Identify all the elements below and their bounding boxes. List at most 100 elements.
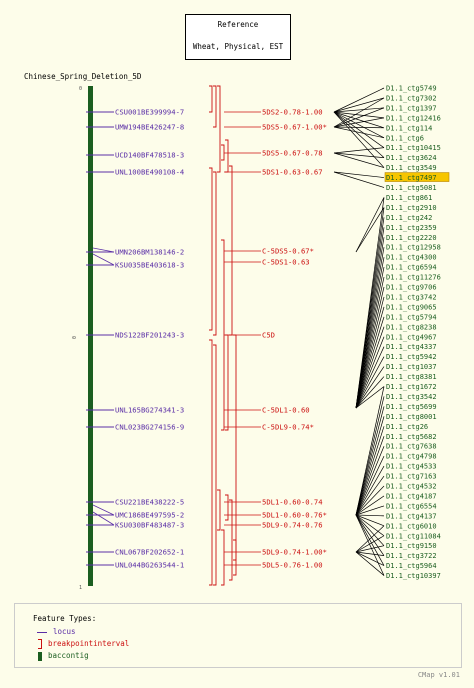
interval-bracket[interactable] [225,494,229,521]
interval-bracket[interactable] [233,334,237,561]
interval-bracket[interactable] [225,139,229,173]
contig-label[interactable]: D1.1_ctg26 [386,423,428,431]
contig-label[interactable]: D1.1_ctg4533 [386,463,437,471]
interval-bracket[interactable] [213,344,217,586]
contig-label[interactable]: D1.1_ctg9706 [386,284,437,292]
contig-label[interactable]: D1.1_ctg5942 [386,353,437,361]
locus-label[interactable]: UNL044BG263544-1 [115,561,184,570]
interval-bracket[interactable] [221,239,225,431]
contig-label[interactable]: D1.1_ctg3549 [386,164,437,172]
interval-bracket[interactable] [233,539,237,576]
locus-label[interactable]: CSU001BE399994-7 [115,108,184,117]
contig-label[interactable]: D1.1_ctg3542 [386,393,437,401]
locus-label[interactable]: CSU221BE438222-5 [115,498,184,507]
contig-label[interactable]: D1.1_ctg8238 [386,323,437,331]
interval-label[interactable]: C-5DS1-0.63 [262,258,310,267]
contig-label[interactable]: D1.1_ctg1037 [386,363,437,371]
contig-label[interactable]: D1.1_ctg12958 [386,244,441,252]
interval-label[interactable]: 5DL5-0.76-1.00 [262,561,323,570]
contig-label[interactable]: D1.1_ctg6010 [386,522,437,530]
interval-bracket[interactable] [213,85,217,128]
contig-label[interactable]: D1.1_ctg4967 [386,333,437,341]
locus-label[interactable]: UMW194BE426247-8 [115,123,184,132]
contig-label[interactable]: D1.1_ctg8381 [386,373,437,381]
contig-label[interactable]: D1.1_ctg6554 [386,502,437,510]
contig-label[interactable]: D1.1_ctg4337 [386,343,437,351]
interval-label[interactable]: 5DL9-0.74-0.76 [262,521,323,530]
locus-label[interactable]: CNL067BF202652-1 [115,548,184,557]
contig-label[interactable]: D1.1_ctg1397 [386,104,437,112]
contig-label[interactable]: D1.1_ctg5682 [386,433,437,441]
contig-label[interactable]: D1.1_ctg861 [386,194,432,202]
map-title[interactable]: Chinese_Spring_Deletion_5D [24,72,142,81]
contig-label[interactable]: D1.1_ctg7302 [386,94,437,102]
contig-label[interactable]: D1.1_ctg6594 [386,264,437,272]
reference-box[interactable]: Reference Wheat, Physical, EST [185,14,291,60]
contig-label[interactable]: D1.1_ctg11276 [386,274,441,282]
interval-label[interactable]: 5DL9-0.74-1.00* [262,548,327,557]
locus-label[interactable]: UMC186BE497595-2 [115,511,184,520]
contig-label[interactable]: D1.1_ctg5964 [386,562,437,570]
contig-label[interactable]: D1.1_ctg5749 [386,85,437,93]
interval-label[interactable]: 5DL1-0.60-0.76* [262,511,327,520]
contig-label[interactable]: D1.1_ctg8001 [386,413,437,421]
locus-label[interactable]: UNL165BG274341-3 [115,406,184,415]
contig-label[interactable]: D1.1_ctg9065 [386,303,437,311]
locus-label[interactable]: KSU030BF483487-3 [115,521,184,530]
interval-label[interactable]: C-5DS5-0.67* [262,247,314,256]
contig-link [333,171,385,178]
contig-label[interactable]: D1.1_ctg7638 [386,443,437,451]
locus-label[interactable]: KSU035BE403618-3 [115,261,184,270]
interval-label[interactable]: 5DS5-0.67-1.00* [262,123,327,132]
interval-label[interactable]: 5DS1-0.63-0.67 [262,168,323,177]
interval-bracket[interactable] [217,489,221,531]
locus-label[interactable]: UCD140BF478518-3 [115,151,184,160]
interval-label[interactable]: 5DS5-0.67-0.78 [262,149,323,158]
interval-label[interactable]: C-5DL1-0.60 [262,406,310,415]
interval-bracket[interactable] [217,85,221,173]
interval-label[interactable]: 5DL1-0.60-0.74 [262,498,323,507]
contig-label[interactable]: D1.1_ctg5699 [386,403,437,411]
contig-label[interactable]: D1.1_ctg3742 [386,293,437,301]
locus-label[interactable]: CNL023BG274156-9 [115,423,184,432]
contig-label[interactable]: D1.1_ctg242 [386,214,432,222]
contig-label[interactable]: D1.1_ctg5081 [386,184,437,192]
contig-label[interactable]: D1.1_ctg10415 [386,144,441,152]
locus-label[interactable]: NDS122BF201243-3 [115,331,184,340]
contig-label[interactable]: D1.1_ctg4137 [386,512,437,520]
contig-label[interactable]: D1.1_ctg7497 [386,174,437,182]
locus-label[interactable]: UNL100BE490108-4 [115,168,184,177]
contig-label[interactable]: D1.1_ctg2910 [386,204,437,212]
interval-label[interactable]: C5D [262,331,275,340]
contig-label[interactable]: D1.1_ctg4187 [386,492,437,500]
contig-label[interactable]: D1.1_ctg114 [386,124,432,132]
contig-label[interactable]: D1.1_ctg1672 [386,383,437,391]
interval-label[interactable]: C-5DL9-0.74* [262,423,314,432]
interval-bracket[interactable] [229,499,233,581]
contig-label[interactable]: D1.1_ctg9150 [386,542,437,550]
interval-bracket[interactable] [221,529,225,586]
chromosome-bar[interactable] [88,86,93,586]
interval-bracket[interactable] [209,339,213,586]
interval-bracket[interactable] [209,85,213,113]
interval-label[interactable]: 5DS2-0.78-1.00 [262,108,323,117]
contig-label[interactable]: D1.1_ctg10397 [386,572,441,580]
contig-label[interactable]: D1.1_ctg4300 [386,254,437,262]
contig-label[interactable]: D1.1_ctg5794 [386,313,437,321]
interval-bracket[interactable] [209,167,213,331]
locus-label[interactable]: UMN206BM138146-2 [115,248,184,257]
contig-label[interactable]: D1.1_ctg12416 [386,114,441,122]
interval-bracket[interactable] [213,171,217,336]
contig-label[interactable]: D1.1_ctg3624 [386,154,437,162]
interval-bracket[interactable] [229,165,233,336]
contig-label[interactable]: D1.1_ctg4798 [386,453,437,461]
contig-label[interactable]: D1.1_ctg11084 [386,532,441,540]
interval-bracket[interactable] [221,144,225,161]
contig-label[interactable]: D1.1_ctg7163 [386,473,437,481]
contig-label[interactable]: D1.1_ctg3722 [386,552,437,560]
contig-label[interactable]: D1.1_ctg4532 [386,483,437,491]
contig-label[interactable]: D1.1_ctg2359 [386,224,437,232]
contig-label[interactable]: D1.1_ctg2220 [386,234,437,242]
interval-bracket[interactable] [225,334,229,431]
contig-label[interactable]: D1.1_ctg6 [386,134,424,142]
